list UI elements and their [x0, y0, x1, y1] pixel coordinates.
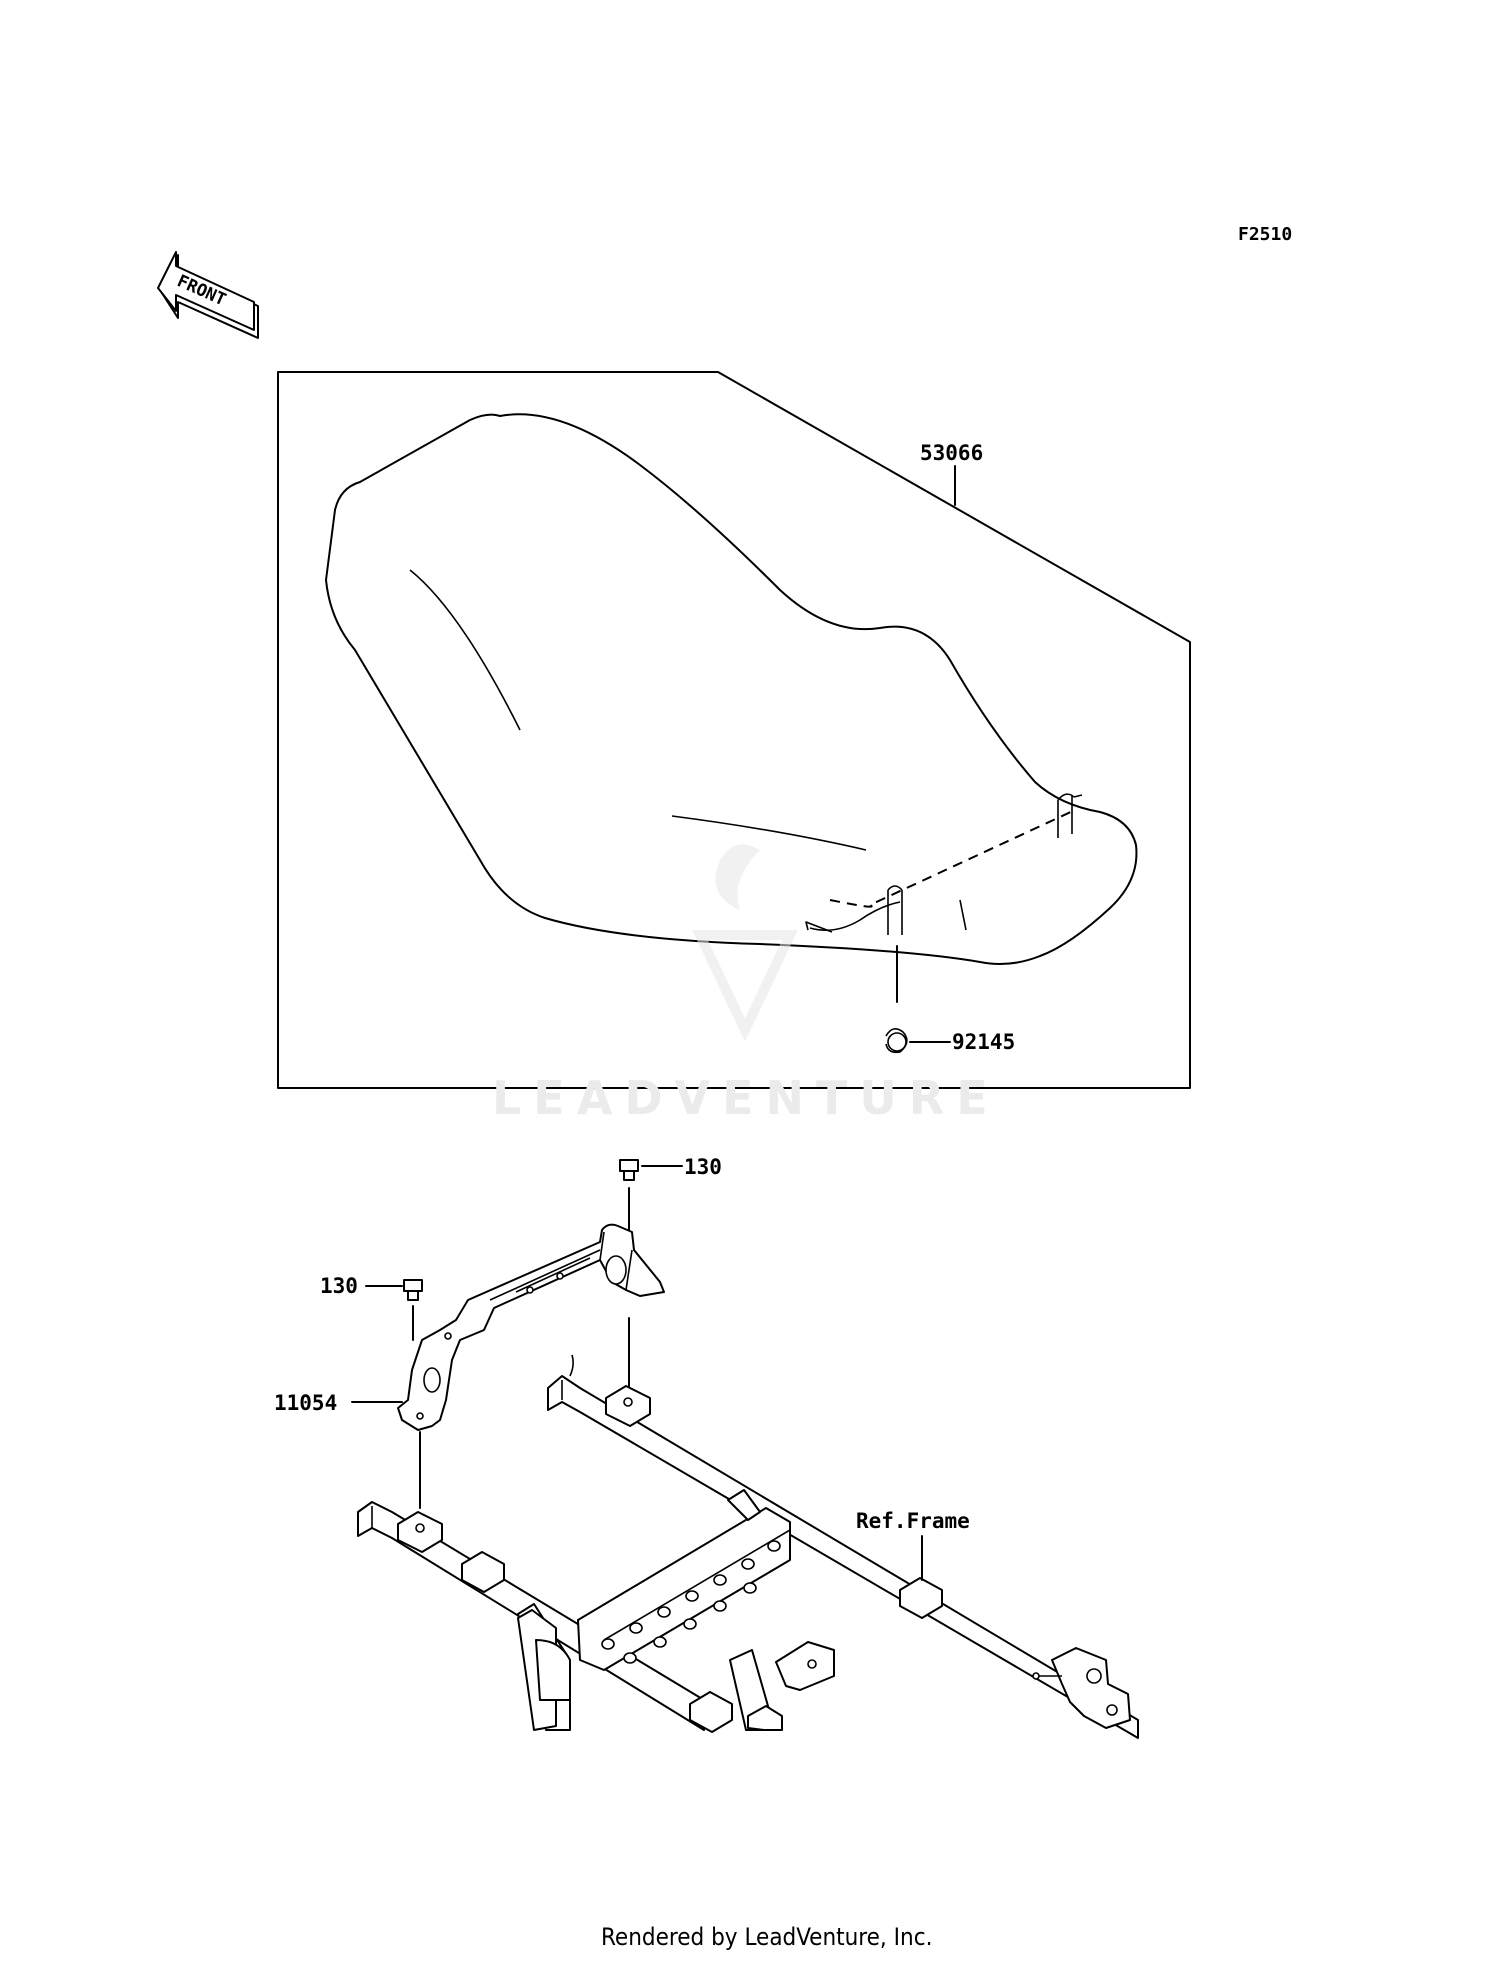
- cross-member-holes: [601, 1540, 781, 1664]
- bolt-left-icon: [403, 1279, 423, 1301]
- seat-bracket-illustration: [397, 1223, 665, 1431]
- callout-spring-number: 92145: [952, 1030, 1015, 1054]
- bolt-right-icon: [619, 1159, 639, 1181]
- diagram-code: F2510: [1238, 224, 1292, 245]
- callout-bolt-right-number: 130: [684, 1155, 722, 1179]
- seat-callout-box: [277, 371, 1191, 1089]
- front-arrow-icon: FRONT: [157, 251, 259, 339]
- callout-ref-frame: Ref.Frame: [856, 1509, 970, 1533]
- seat-illustration: [325, 413, 1138, 965]
- leadventure-watermark-logo: [692, 844, 798, 1042]
- spring-clip-icon: [885, 1028, 908, 1054]
- frame-illustration: [357, 1354, 1139, 1739]
- callout-bolt-left-number: 130: [320, 1274, 358, 1298]
- callout-bracket-number: 11054: [274, 1391, 337, 1415]
- callout-seat-number: 53066: [920, 441, 983, 465]
- watermark-text: LEADVENTURE: [492, 1071, 1000, 1125]
- footer-credit: Rendered by LeadVenture, Inc.: [601, 1923, 932, 1951]
